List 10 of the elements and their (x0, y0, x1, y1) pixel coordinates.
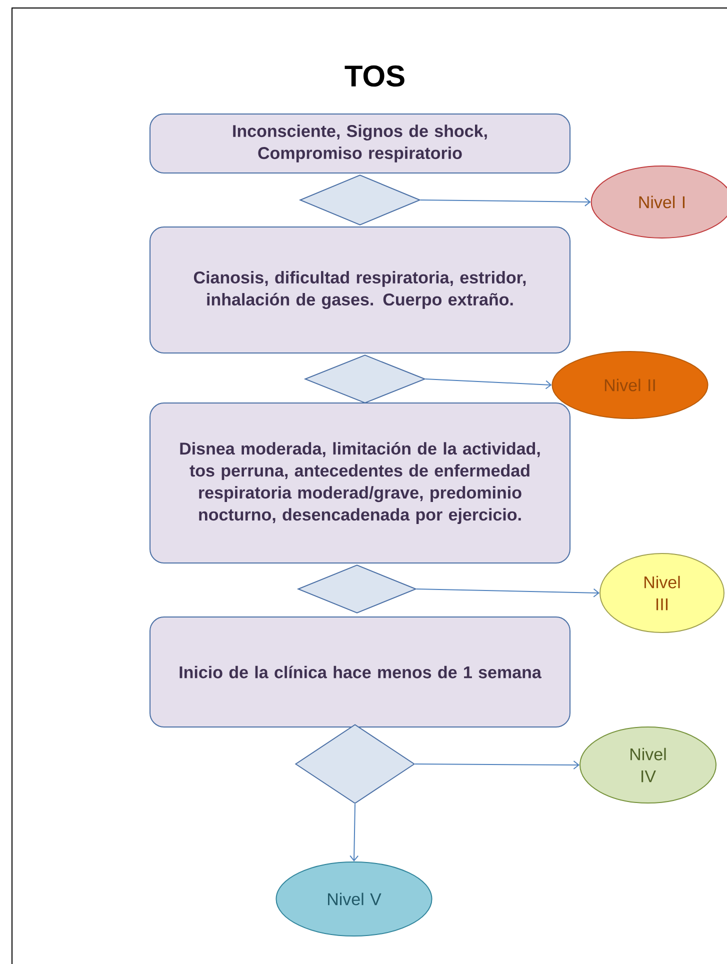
arrow (425, 378, 552, 390)
arrow (420, 197, 591, 206)
arrow (414, 760, 580, 770)
process-box: Cianosis, dificultad respiratoria, estridor, inhalación de gases. Cuerpo extraño. (150, 226, 570, 354)
process-box: Disnea moderada, limitación de la actividad, tos perruna, antecedentes de enfermedad respiratoria moderad/grave, predominio nocturno, desencadenada por ejercicio. (150, 402, 570, 564)
title: TOS (344, 65, 404, 87)
process-box: Inicio de la clínica hace menos de 1 semana (150, 616, 570, 728)
arrow (350, 804, 359, 862)
process-box: Inconsciente, Signos de shock, Compromiso respiratorio (150, 114, 570, 174)
arrow (416, 588, 600, 598)
